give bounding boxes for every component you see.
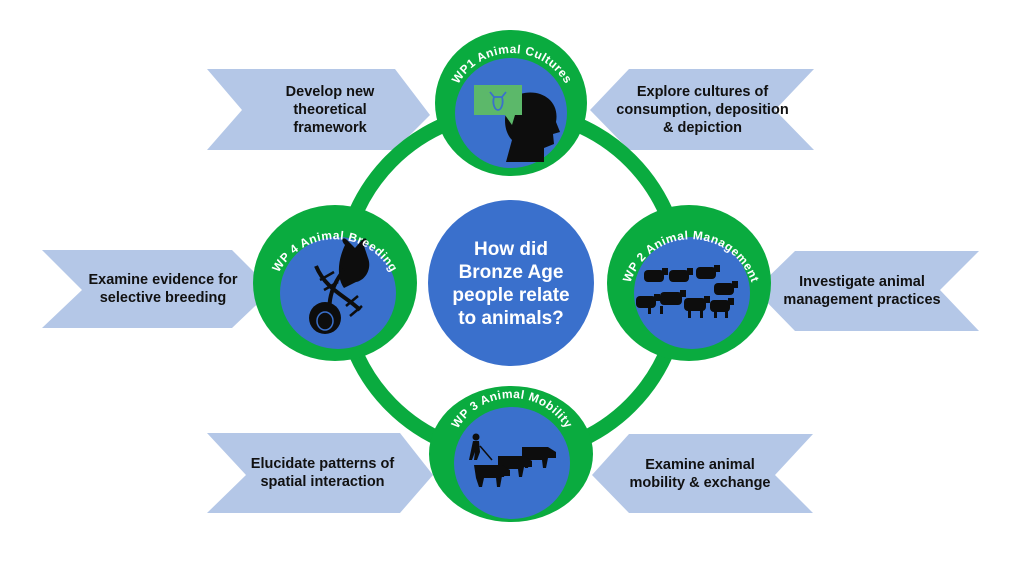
objective-wp3-left: Elucidate patterns of spatial interactio… [250, 456, 395, 490]
objective-wp3-right: Examine animal mobility & exchange [629, 456, 771, 491]
chevron-wp2-right [755, 251, 979, 331]
dna-cow-sheep-icon [309, 238, 370, 334]
chevron-wp3-right [592, 434, 813, 513]
chevron-wp4-left [42, 250, 272, 328]
node-wp4[interactable]: WP 4 Animal Breeding [253, 205, 417, 361]
node-wp3[interactable]: WP 3 Animal Mobility [429, 386, 593, 522]
objective-wp4-left: Examine evidence for selective breeding [88, 272, 238, 306]
sheep-flock-icon [636, 265, 738, 318]
objective-wp2-right: Investigate animal management practices [783, 274, 941, 308]
objective-wp1-left: Develop new theoretical framework [285, 83, 375, 136]
node-wp2[interactable]: WP 2 Animal Management [607, 205, 771, 361]
center-question-circle [428, 200, 594, 366]
objective-wp1-right: Explore cultures of consumption, deposit… [616, 83, 789, 136]
chevron-wp1-right [590, 69, 814, 150]
head-speech-bubble-cow-icon [474, 85, 560, 162]
chevron-wp3-left [207, 433, 433, 513]
chevron-wp1-left [207, 69, 430, 150]
center-question: How did Bronze Age people relate to anim… [452, 239, 570, 329]
herder-cattle-icon [469, 433, 556, 487]
node-wp1[interactable]: WP1 Animal Cultures [435, 30, 587, 176]
